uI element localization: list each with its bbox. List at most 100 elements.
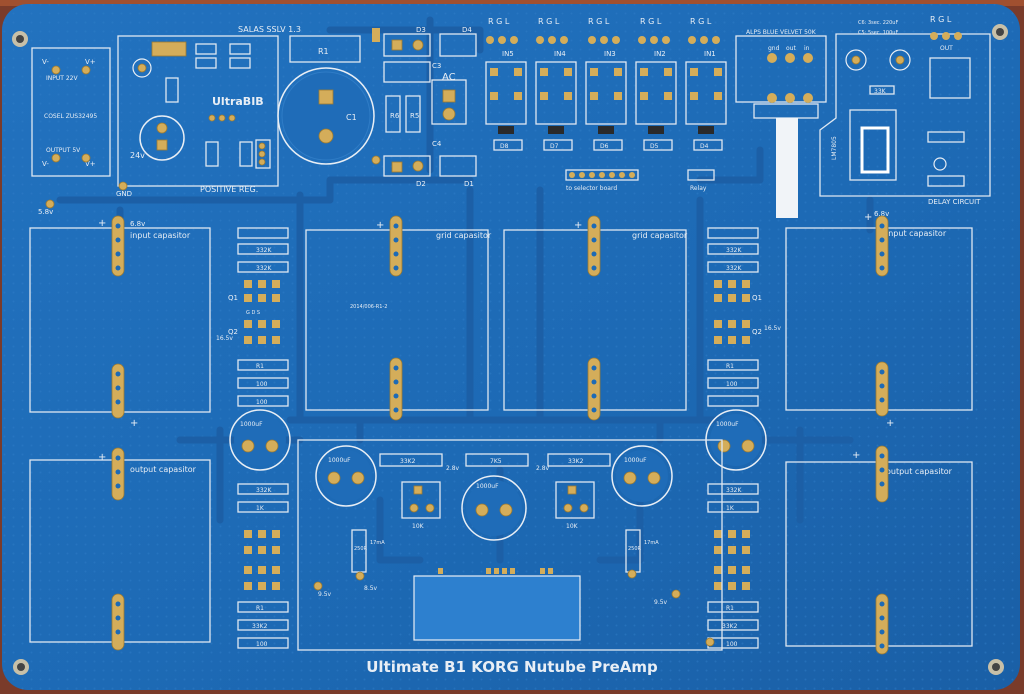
svg-text:+: + <box>98 452 106 463</box>
rectifier-section: D3 D4 C3 R6 R5 AC C4 D2 D1 <box>383 26 477 188</box>
copper-traces <box>56 16 874 564</box>
right-res-332k-2: 332K <box>726 265 742 272</box>
input-relays: R G L R G L R G L R G L R G L IN5 IN4 IN… <box>485 17 727 192</box>
c3-label: C3 <box>432 62 441 70</box>
c5-note: C5: 5sec. 100uF <box>858 30 898 36</box>
ultrabib-label: UltraBIB <box>212 95 264 108</box>
nutube-footprint <box>413 575 581 641</box>
center-17ma-right: 17mA <box>644 540 659 546</box>
c6-note: C6: 3sec. 220uF <box>858 20 898 26</box>
right-1000uf: 1000uF <box>716 421 739 428</box>
d2-label: D2 <box>416 180 426 188</box>
svg-text:+: + <box>864 212 872 223</box>
rgl-label-3: R G L <box>588 17 610 26</box>
d4-label: D4 <box>462 26 472 34</box>
alps-gnd-label: gnd <box>768 45 780 52</box>
selector-label: to selector board <box>566 185 617 192</box>
right-input-cap-label: input capasitor <box>886 229 947 238</box>
right-100: 100 <box>726 381 738 388</box>
v68-right-label: 6.8v <box>874 210 889 218</box>
left-res-332k: 332K <box>256 247 272 254</box>
center-95v-left: 9.5v <box>318 591 332 598</box>
right-q1: Q1 <box>752 294 762 302</box>
relay-d6-label: D6 <box>600 143 609 150</box>
left-gds: G D S <box>246 310 260 316</box>
alps-label: ALPS BLUE VELVET 50K <box>746 29 817 36</box>
alps-out-label: out <box>786 45 796 52</box>
in4-label: IN4 <box>554 50 566 58</box>
center-v28-right: 2.8v <box>536 465 550 472</box>
out-rgl-label: R G L <box>930 15 952 24</box>
input22v-label: INPUT 22V <box>46 75 78 82</box>
d1-label: D1 <box>464 180 474 188</box>
center-33k2-left: 33K2 <box>400 458 416 465</box>
left-165v: 16.5v <box>216 335 233 342</box>
right-res-332k: 332K <box>726 247 742 254</box>
output5v-label: OUTPUT 5V <box>46 147 81 154</box>
center-right-1000uf: 1000uF <box>624 457 647 464</box>
center-10k-right: 10K <box>566 523 579 530</box>
out-label: OUT <box>940 45 953 52</box>
center-250r-left: 250R <box>354 546 368 552</box>
right-100-b: 100 <box>726 641 738 648</box>
center-mid-1000uf: 1000uF <box>476 483 499 490</box>
rgl-label-1: R G L <box>488 17 510 26</box>
part-code: 2014/006-R1-2 <box>350 304 387 310</box>
center-33k2-right: 33K2 <box>568 458 584 465</box>
vminus-bot-label: V- <box>42 160 49 168</box>
right-332k-b: 332K <box>726 487 742 494</box>
main-filter-capacitor: R1 C1 <box>277 28 381 165</box>
svg-text:+: + <box>98 218 106 229</box>
left-input-cap-label: input capasitor <box>130 231 191 240</box>
right-q2: Q2 <box>752 328 762 336</box>
vplus-top-label: V+ <box>85 58 96 66</box>
polarity-markers: +++ ++ +++ <box>98 212 894 463</box>
cosel-module: V+ V- INPUT 22V COSEL ZUS32495 OUTPUT 5V… <box>31 47 111 177</box>
positive-reg-label: POSITIVE REG. <box>200 185 258 194</box>
delay-circuit: R G L OUT C6: 3sec. 220uF C5: 5sec. 100u… <box>819 15 991 206</box>
cosel-label: COSEL ZUS32495 <box>44 113 97 120</box>
center-17ma-left: 17mA <box>370 540 385 546</box>
left-100-b: 100 <box>256 641 268 648</box>
right-component-column: 332K 332K Q1 Q2 R1 100 1000uF 16.5v 332K… <box>705 227 781 649</box>
left-33k2: 33K2 <box>252 623 268 630</box>
vminus-top-label: V- <box>42 58 49 66</box>
relay-d4-label: D4 <box>700 143 709 150</box>
center-10k-left: 10K <box>412 523 425 530</box>
d3-label: D3 <box>416 26 426 34</box>
v24-label: 24v <box>130 151 145 160</box>
svg-text:+: + <box>852 450 860 461</box>
left-332k-b: 332K <box>256 487 272 494</box>
in1-label: IN1 <box>704 50 716 58</box>
right-33k2: 33K2 <box>722 623 738 630</box>
in5-label: IN5 <box>502 50 514 58</box>
svg-text:+: + <box>376 220 384 231</box>
positive-regulator: SALAS SSLV 1.3 UltraBIB POSITIVE REG. 24… <box>38 25 301 216</box>
right-output-cap-label: output capasitor <box>886 467 953 476</box>
left-output-cap-label: output capasitor <box>130 465 197 474</box>
right-r1-b: R1 <box>726 605 734 612</box>
left-grid-cap-label: grid capasitor <box>436 231 492 240</box>
relay-label: Relay <box>690 185 707 192</box>
svg-text:+: + <box>574 220 582 231</box>
v58-top-label: 5.8v <box>38 208 53 216</box>
left-1000uf: 1000uF <box>240 421 263 428</box>
left-r1: R1 <box>256 363 264 370</box>
right-grid-cap-label: grid capasitor <box>632 231 688 240</box>
r1-label: R1 <box>318 47 329 56</box>
center-7k5: 7K5 <box>490 458 502 465</box>
r5-label: R5 <box>410 112 419 120</box>
in2-label: IN2 <box>654 50 666 58</box>
right-r1: R1 <box>726 363 734 370</box>
center-95v-right: 9.5v <box>654 599 668 606</box>
in3-label: IN3 <box>604 50 616 58</box>
r6-label: R6 <box>390 112 400 120</box>
header-pads <box>111 215 889 655</box>
alps-in-label: in <box>804 45 810 52</box>
c4-label: C4 <box>432 140 442 148</box>
mounting-holes <box>12 24 1008 675</box>
relay-d7-label: D7 <box>550 143 559 150</box>
alps-volume-pot: ALPS BLUE VELVET 50K gnd out in <box>735 29 827 218</box>
left-100-2: 100 <box>256 399 268 406</box>
